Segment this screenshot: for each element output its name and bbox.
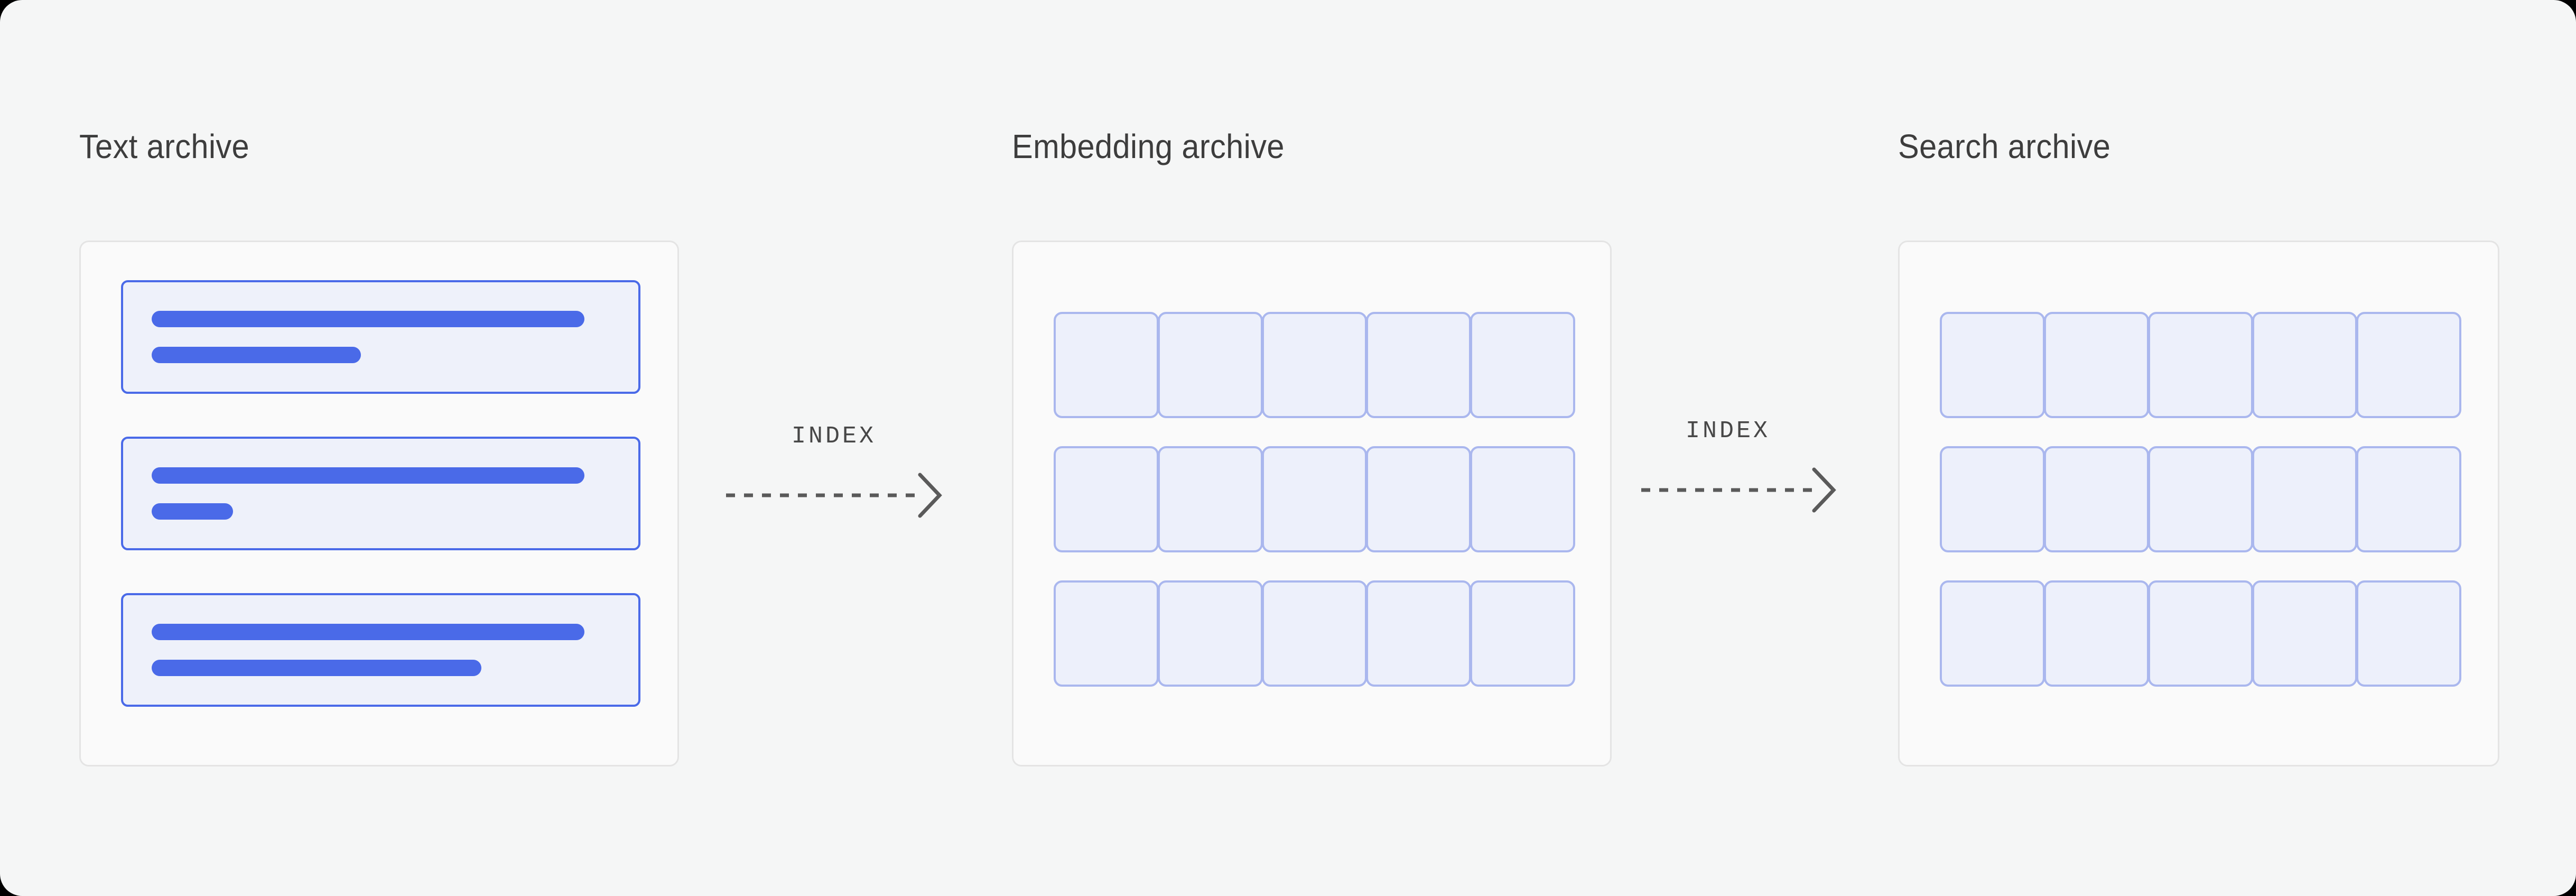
vector-cell[interactable] (1262, 580, 1367, 687)
vector-cell[interactable] (1366, 312, 1471, 418)
section-title-text-archive: Text archive (79, 127, 250, 165)
vector-cell[interactable] (1940, 580, 2045, 687)
section-search-archive: Search archive (1898, 0, 2499, 896)
panel-search-archive (1898, 241, 2499, 766)
vector-grid-row (1054, 580, 1575, 687)
vector-cell[interactable] (1940, 312, 2045, 418)
dashed-arrow-icon (726, 473, 942, 518)
vector-grid-row (1054, 312, 1575, 418)
vector-cell[interactable] (1470, 312, 1575, 418)
dashed-arrow-icon (1641, 467, 1836, 513)
connector-label-index-2: INDEX (1685, 418, 1771, 445)
document-line (152, 467, 584, 484)
vector-cell[interactable] (1366, 580, 1471, 687)
vector-cell[interactable] (1470, 446, 1575, 552)
vector-cell[interactable] (2252, 580, 2357, 687)
vector-cell[interactable] (1366, 446, 1471, 552)
section-text-archive: Text archive (79, 0, 679, 896)
vector-cell[interactable] (1054, 446, 1159, 552)
vector-grid-embedding (1054, 312, 1575, 687)
vector-cell[interactable] (2044, 446, 2149, 552)
section-title-search-archive: Search archive (1898, 127, 2111, 165)
vector-cell[interactable] (1470, 580, 1575, 687)
vector-cell[interactable] (1262, 312, 1367, 418)
connector-index-2: INDEX (1617, 418, 1839, 513)
connector-label-index-1: INDEX (791, 423, 877, 450)
panel-embedding-archive (1012, 241, 1612, 766)
document-card[interactable] (121, 437, 640, 550)
vector-cell[interactable] (2252, 312, 2357, 418)
vector-cell[interactable] (2044, 312, 2149, 418)
panel-text-archive (79, 241, 679, 766)
connector-index-1: INDEX (723, 423, 945, 518)
vector-grid-row (1940, 580, 2461, 687)
vector-grid-row (1054, 446, 1575, 552)
document-line (152, 660, 481, 676)
vector-cell[interactable] (1054, 312, 1159, 418)
vector-cell[interactable] (1054, 580, 1159, 687)
vector-cell[interactable] (2356, 312, 2461, 418)
vector-cell[interactable] (2356, 580, 2461, 687)
vector-cell[interactable] (2356, 446, 2461, 552)
vector-grid-row (1940, 312, 2461, 418)
section-embedding-archive: Embedding archive (1012, 0, 1612, 896)
vector-cell[interactable] (2044, 580, 2149, 687)
vector-cell[interactable] (1158, 312, 1263, 418)
document-card[interactable] (121, 593, 640, 707)
section-title-embedding-archive: Embedding archive (1012, 127, 1285, 165)
vector-grid-search (1940, 312, 2461, 687)
vector-grid-row (1940, 446, 2461, 552)
vector-cell[interactable] (1262, 446, 1367, 552)
vector-cell[interactable] (2252, 446, 2357, 552)
vector-cell[interactable] (1158, 446, 1263, 552)
vector-cell[interactable] (2148, 312, 2253, 418)
vector-cell[interactable] (2148, 580, 2253, 687)
vector-cell[interactable] (2148, 446, 2253, 552)
document-line (152, 311, 584, 327)
document-line (152, 624, 584, 640)
vector-cell[interactable] (1940, 446, 2045, 552)
document-card[interactable] (121, 280, 640, 394)
document-line (152, 347, 361, 363)
document-line (152, 503, 233, 520)
vector-cell[interactable] (1158, 580, 1263, 687)
